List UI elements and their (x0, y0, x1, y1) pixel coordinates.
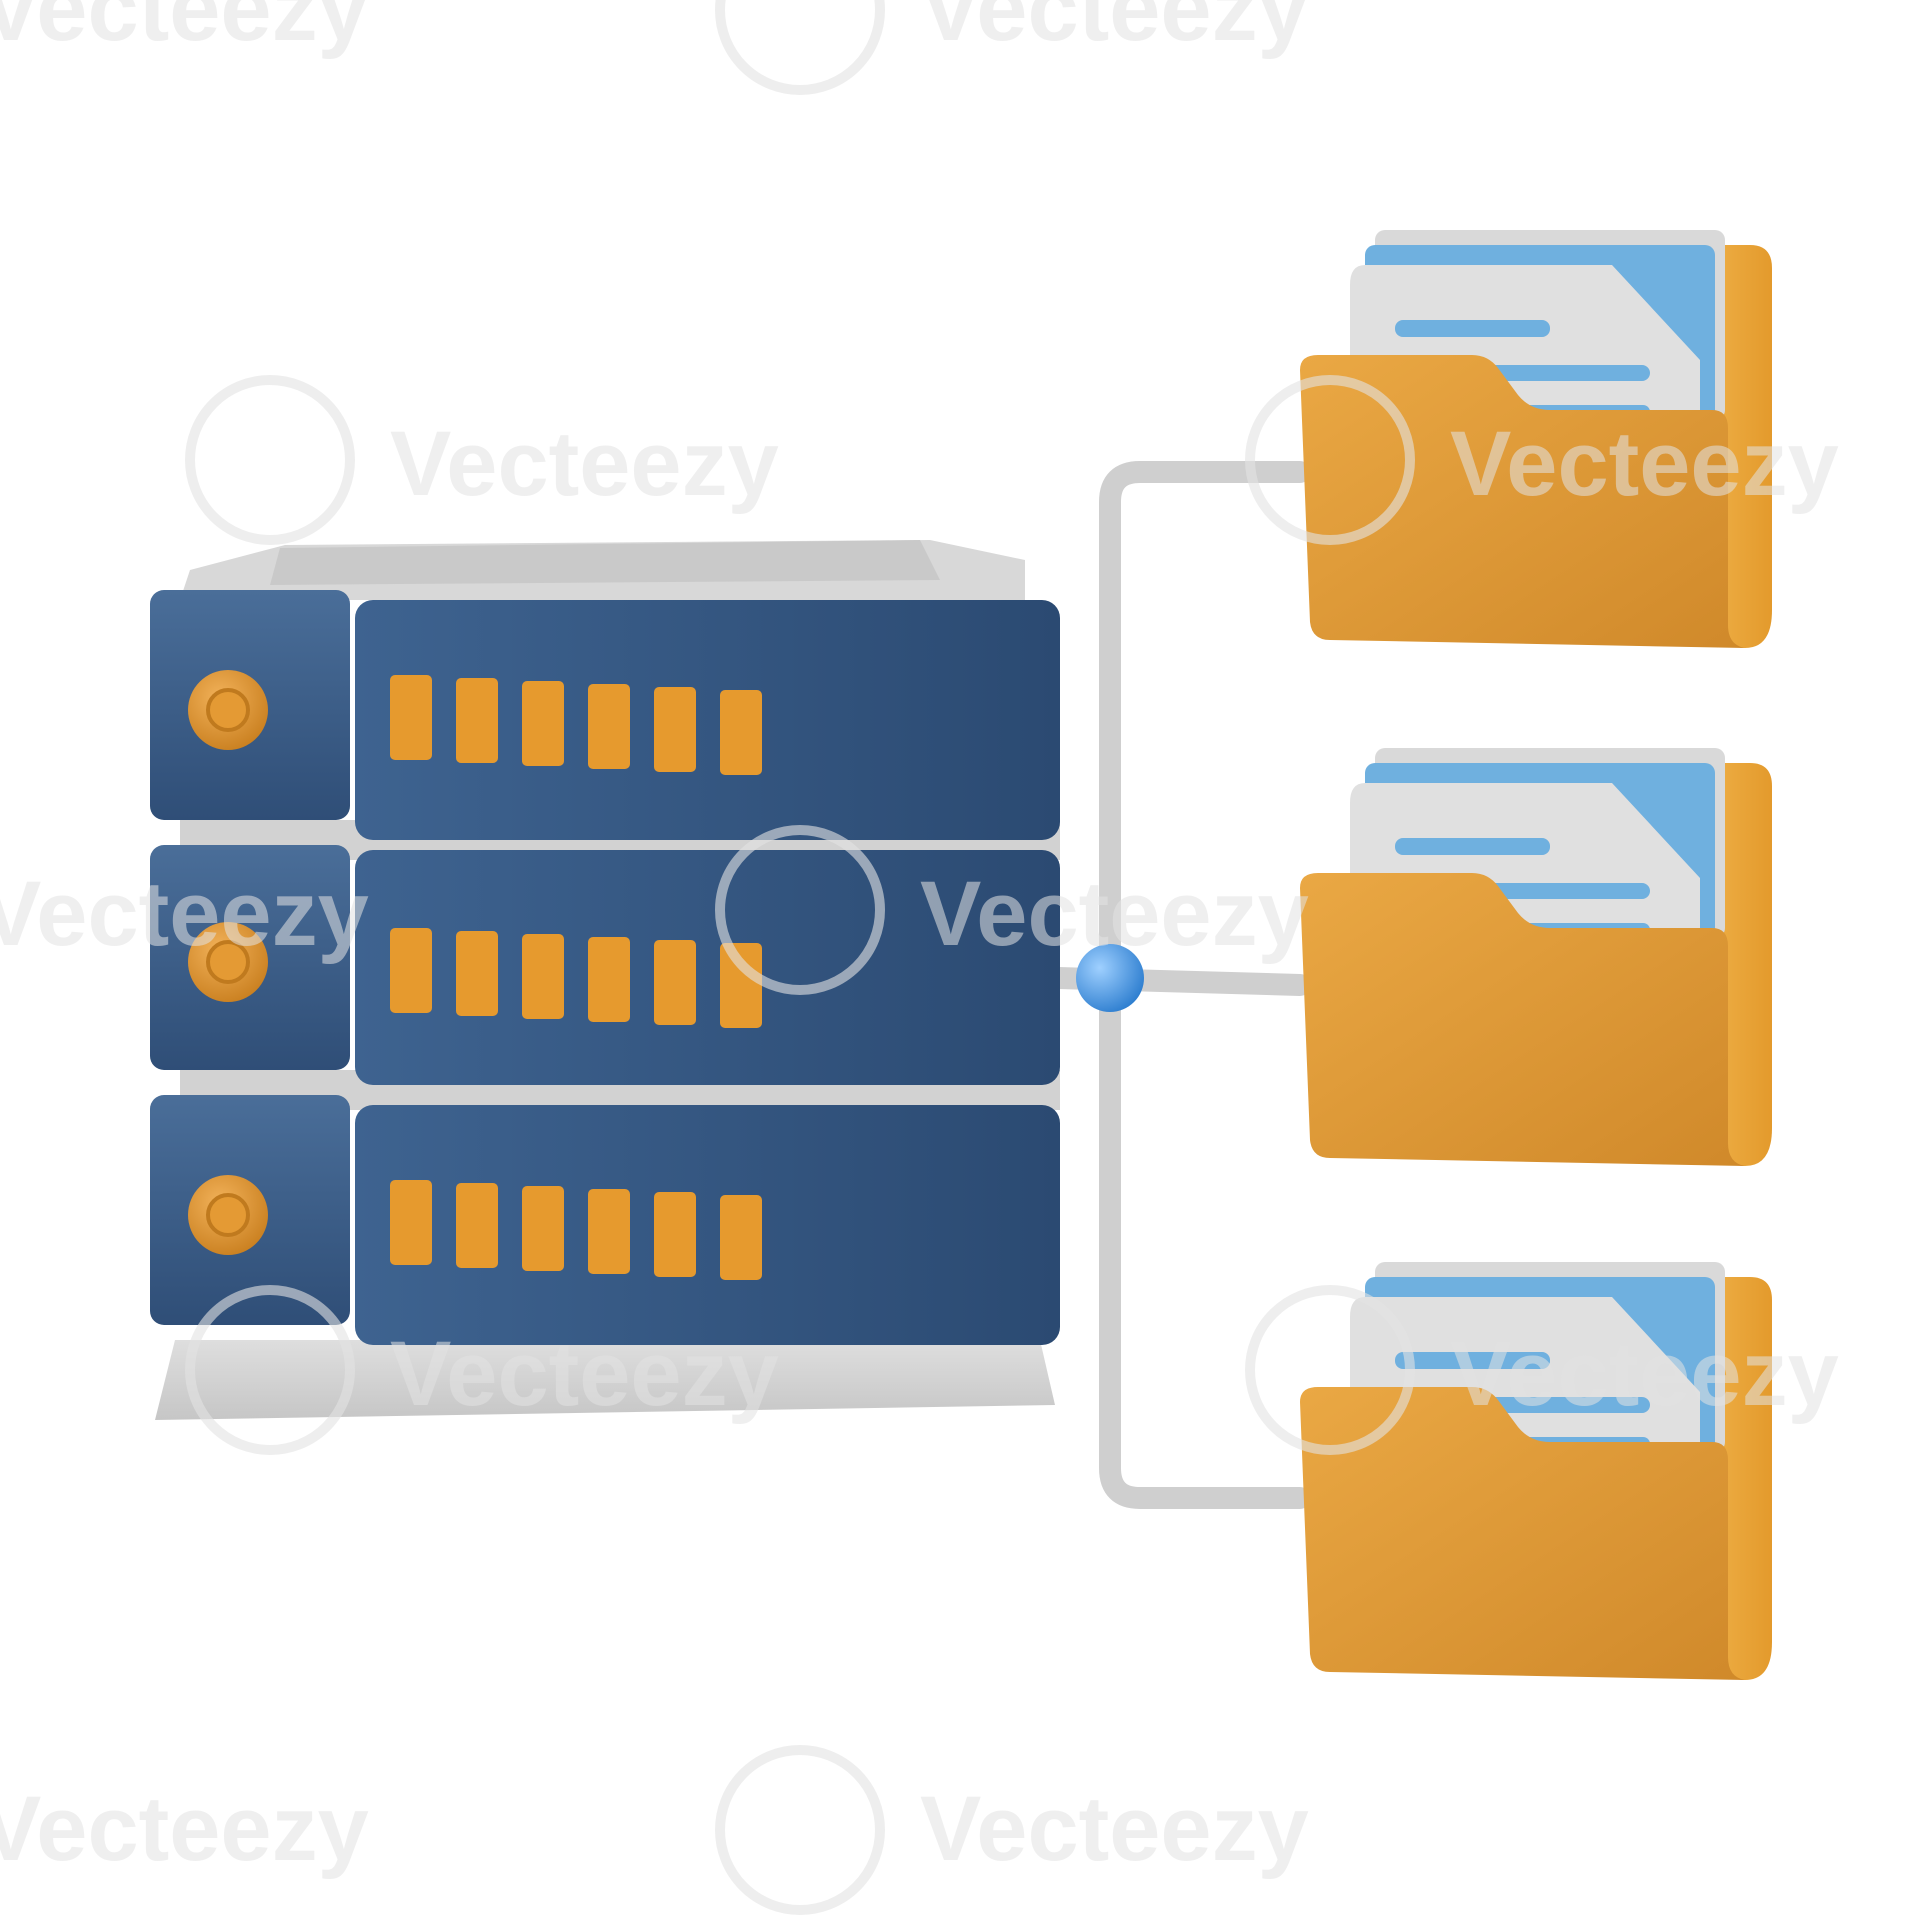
watermark-text: Vecteezy (0, 0, 369, 60)
watermark-text: Vecteezy (920, 1778, 1309, 1880)
watermark-text: Vecteezy (390, 413, 779, 515)
watermark-text: Vecteezy (0, 1778, 369, 1880)
led-bar-group (390, 1180, 762, 1280)
server-base (155, 1340, 1055, 1420)
led-bar-group (390, 928, 762, 1028)
network-node-icon (1076, 944, 1144, 1012)
server-unit-3 (150, 1095, 1060, 1345)
watermark-text: Vecteezy (920, 0, 1309, 60)
folder-icon-1 (1300, 230, 1772, 648)
watermark-text: Vecteezy (390, 1323, 779, 1425)
watermark-text: Vecteezy (1450, 413, 1839, 515)
server-unit-1 (150, 590, 1060, 840)
connector-bottom (1099, 964, 1311, 1509)
server-rack-icon (150, 540, 1060, 1420)
watermark-layer: Vecteezy Vecteezy Vecteezy Vecteezy Vect… (0, 0, 1839, 1915)
led-bar-group (390, 675, 762, 775)
folder-icon-2 (1300, 748, 1772, 1166)
watermark-text: Vecteezy (1450, 1323, 1839, 1425)
connector-top (1099, 461, 1311, 986)
watermark-text: Vecteezy (0, 863, 369, 965)
folder-icon-3 (1300, 1262, 1772, 1680)
watermark-logo-icon (185, 0, 1415, 1915)
watermark-text: Vecteezy (920, 863, 1309, 965)
